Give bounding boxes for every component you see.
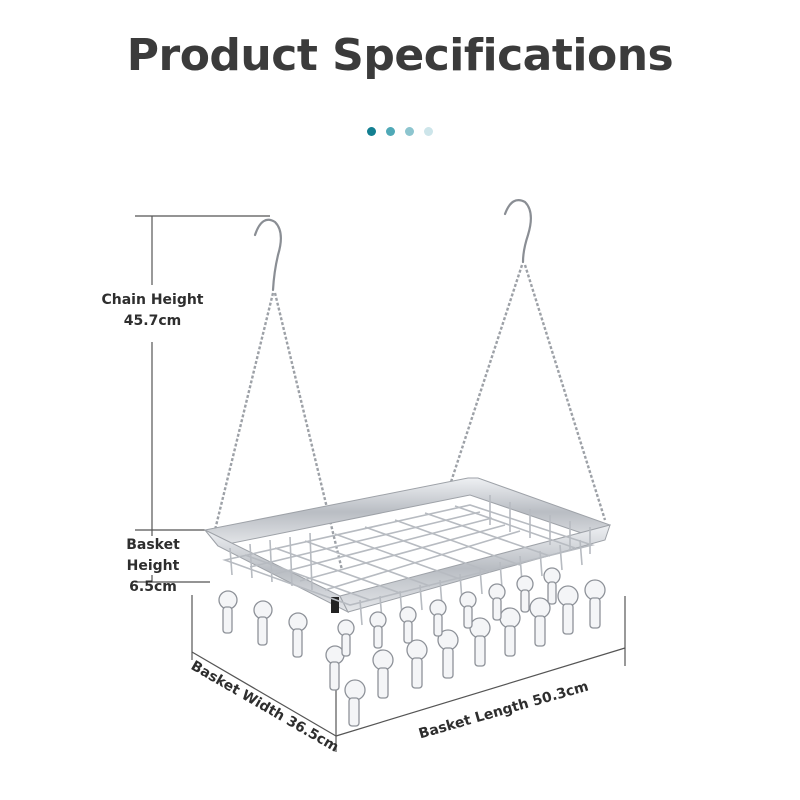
hook-icon-right	[503, 199, 532, 264]
pager-dots	[367, 127, 433, 137]
basket-height-annotation: Basket Height 6.5cm	[98, 535, 208, 598]
clothes-clips	[218, 567, 606, 727]
basket-length-line	[335, 647, 626, 737]
basket-wire-grid	[222, 495, 595, 626]
chain-height-annotation: Chain Height 45.7cm	[95, 290, 210, 332]
dimension-lines	[135, 215, 626, 752]
pager-dot-2[interactable]	[386, 127, 395, 136]
chains	[213, 264, 607, 571]
basket-height-value: 6.5cm	[129, 579, 177, 595]
pager-dot-3[interactable]	[405, 127, 414, 136]
basket-width-line	[191, 651, 337, 737]
chain-height-label: Chain Height	[101, 292, 204, 308]
page-title: Product Specifications	[126, 30, 674, 81]
pager-dot-4[interactable]	[424, 127, 433, 136]
pager-dot-1[interactable]	[367, 127, 376, 136]
chain-height-value: 45.7cm	[123, 313, 182, 329]
hook-icon-left	[253, 218, 282, 292]
basket-height-label: Basket Height	[126, 537, 180, 574]
rim-joint	[331, 597, 339, 613]
